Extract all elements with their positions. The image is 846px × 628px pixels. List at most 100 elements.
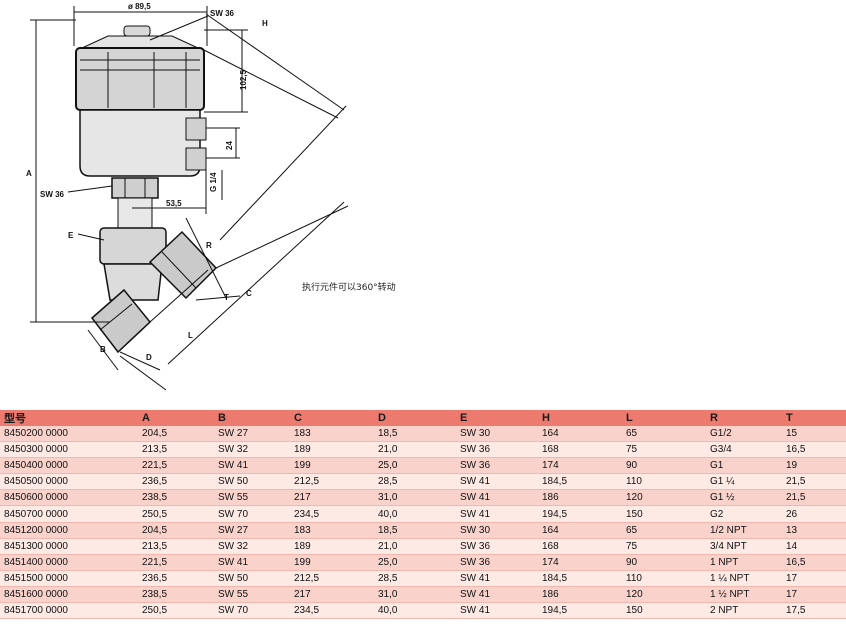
table-cell: SW 41 xyxy=(456,473,538,491)
table-cell: 189 xyxy=(290,441,374,459)
table-cell: 8450500 0000 xyxy=(0,473,138,491)
table-cell: 3/4 NPT xyxy=(706,538,782,555)
table-cell: 194,5 xyxy=(538,505,622,523)
table-cell: 14 xyxy=(782,538,846,555)
table-cell: 8451300 0000 xyxy=(0,538,138,555)
table-cell: G1 xyxy=(706,457,782,475)
table-cell: 26 xyxy=(782,505,846,523)
table-cell: 31,0 xyxy=(374,489,456,507)
table-cell: SW 27 xyxy=(214,522,290,539)
dim-port-label: G 1/4 xyxy=(209,172,218,192)
table-cell: SW 41 xyxy=(214,554,290,571)
table-cell: 8450700 0000 xyxy=(0,505,138,523)
table-cell: 90 xyxy=(622,457,706,475)
table-cell: 1 NPT xyxy=(706,554,782,571)
table-cell: 1/2 NPT xyxy=(706,522,782,539)
table-cell: 168 xyxy=(538,538,622,555)
table-cell: 213,5 xyxy=(138,441,214,459)
table-cell: 1 ½ NPT xyxy=(706,586,782,604)
column-header: R xyxy=(706,410,782,426)
table-cell: 13 xyxy=(782,522,846,539)
table-cell: 238,5 xyxy=(138,586,214,604)
table-cell: 199 xyxy=(290,457,374,475)
table-cell: G1 ¼ xyxy=(706,473,782,491)
dim-t-label: T xyxy=(224,293,229,302)
column-header: H xyxy=(538,410,622,426)
table-cell: SW 36 xyxy=(456,441,538,459)
table-cell: 217 xyxy=(290,586,374,604)
rotation-note: 执行元件可以360°转动 xyxy=(302,283,396,293)
table-cell: 189 xyxy=(290,538,374,555)
table-cell: 40,0 xyxy=(374,505,456,523)
table-cell: G3/4 xyxy=(706,441,782,459)
table-cell: SW 32 xyxy=(214,538,290,555)
dim-d-label: D xyxy=(146,353,152,362)
table-cell: 21,0 xyxy=(374,538,456,555)
dim-102-label: 102,5 xyxy=(239,69,248,90)
table-cell: 8450200 0000 xyxy=(0,426,138,443)
table-cell: 21,5 xyxy=(782,473,846,491)
dim-a-label: A xyxy=(26,169,32,178)
table-cell: 213,5 xyxy=(138,538,214,555)
table-cell: 75 xyxy=(622,538,706,555)
table-cell: 234,5 xyxy=(290,602,374,620)
table-cell: 204,5 xyxy=(138,426,214,443)
table-cell: 110 xyxy=(622,570,706,587)
column-header: E xyxy=(456,410,538,426)
table-cell: 65 xyxy=(622,426,706,443)
table-cell: 236,5 xyxy=(138,473,214,491)
dim-53-label: 53,5 xyxy=(166,199,182,208)
column-header: A xyxy=(138,410,214,426)
dim-c-label: C xyxy=(246,289,252,298)
table-cell: 25,0 xyxy=(374,457,456,475)
table-cell: 194,5 xyxy=(538,602,622,620)
table-cell: 31,0 xyxy=(374,586,456,604)
table-cell: SW 50 xyxy=(214,473,290,491)
table-cell: 199 xyxy=(290,554,374,571)
column-header: 型号 xyxy=(0,410,138,426)
table-cell: 120 xyxy=(622,489,706,507)
table-cell: SW 50 xyxy=(214,570,290,587)
dim-sw-mid-label: SW 36 xyxy=(40,190,65,199)
table-cell: 25,0 xyxy=(374,554,456,571)
table-cell: 174 xyxy=(538,457,622,475)
table-cell: 238,5 xyxy=(138,489,214,507)
table-cell: SW 36 xyxy=(456,457,538,475)
table-cell: SW 41 xyxy=(456,586,538,604)
table-cell: SW 70 xyxy=(214,602,290,620)
column-header: D xyxy=(374,410,456,426)
table-cell: 164 xyxy=(538,426,622,443)
column-header: B xyxy=(214,410,290,426)
table-cell: 17 xyxy=(782,586,846,604)
table-cell: 15 xyxy=(782,426,846,443)
table-cell: 174 xyxy=(538,554,622,571)
table-cell: 8451200 0000 xyxy=(0,522,138,539)
table-cell: 164 xyxy=(538,522,622,539)
table-cell: 17 xyxy=(782,570,846,587)
table-cell: 250,5 xyxy=(138,602,214,620)
table-cell: G2 xyxy=(706,505,782,523)
dim-e-label: E xyxy=(68,231,74,240)
table-cell: 184,5 xyxy=(538,570,622,587)
table-cell: 1 ¼ NPT xyxy=(706,570,782,587)
table-cell: SW 41 xyxy=(456,570,538,587)
table-cell: 21,5 xyxy=(782,489,846,507)
table-cell: 8451600 0000 xyxy=(0,586,138,604)
table-cell: 120 xyxy=(622,586,706,604)
table-cell: SW 41 xyxy=(456,505,538,523)
dim-l-label: L xyxy=(188,331,193,340)
dim-r-label: R xyxy=(206,241,212,250)
table-cell: SW 30 xyxy=(456,426,538,443)
table-cell: 217 xyxy=(290,489,374,507)
table-cell: SW 36 xyxy=(456,554,538,571)
